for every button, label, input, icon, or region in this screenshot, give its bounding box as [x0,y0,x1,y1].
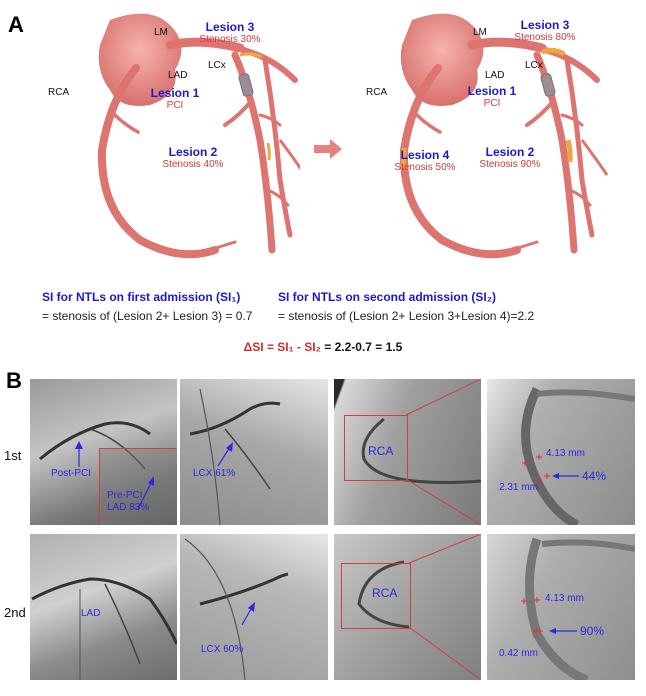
coronary-arteries-illustration [97,13,300,259]
arrow-icon [241,602,255,626]
arrow-icon [217,442,233,467]
heart-diagram-second-admission [362,0,622,265]
lesion-2-first: Lesion 2 Stenosis 40% [162,145,224,170]
angiogram-1st-qca: 4.13 mm 2.31 mm 44% [487,379,635,525]
angiogram-2nd-qca: 4.13 mm 0.42 mm 90% [487,534,635,680]
annotation-min-diameter-2nd: 0.42 mm [499,648,538,659]
annotation-rca-1st: RCA [368,444,394,458]
annotation-min-diameter-1st: 2.31 mm [499,482,538,493]
arrow-icon [75,441,154,510]
panel-a-letter: A [8,12,24,37]
label-lad-first: LAD [168,70,188,81]
label-lm-second: LM [473,27,487,38]
annotation-lcx-60: LCX 60% [201,644,244,655]
annotation-post-pci: Post-PCI [51,468,92,479]
annotation-lad-2nd: LAD [81,608,101,619]
si-second-title: SI for NTLs on second admission (SI₂) [278,290,497,304]
annotation-stenosis-90: 90% [580,624,605,638]
delta-si-result: = 2.2-0.7 = 1.5 [320,340,403,354]
measurement-markers [522,454,579,483]
angiogram-1st-lcx: LCX 61% [180,379,328,525]
angiogram-2nd-lcx: LCX 60% [180,534,328,680]
angiogram-1st-lad: Post-PCI Pre-PCI LAD 83% [30,379,177,525]
label-rca-second: RCA [366,87,388,98]
row-label-2nd: 2nd [4,605,26,620]
label-lad-second: LAD [485,70,505,81]
inset-pre-pci [99,448,177,525]
label-lm-first: LM [154,27,168,38]
lesion-1-second: Lesion 1 PCI [467,84,517,109]
right-arrow-icon [314,139,344,159]
lesion-1-first: Lesion 1 PCI [150,86,200,111]
annotation-pre-pci: Pre-PCI [107,490,143,501]
annotation-stenosis-44: 44% [582,469,607,483]
si-first-equation: = stenosis of (Lesion 2+ Lesion 3) = 0.7 [42,309,253,323]
annotation-ref-diameter-2nd: 4.13 mm [545,593,584,604]
angiogram-2nd-lad: LAD [30,534,177,680]
measurement-markers [521,597,577,634]
delta-si-equation: ΔSI = SI₁ - SI₂ = 2.2-0.7 = 1.5 [0,340,646,354]
lesion-4-second: Lesion 4 Stenosis 50% [394,148,456,173]
annotation-lcx-61: LCX 61% [193,468,236,479]
angiogram-1st-rca: RCA [334,379,481,525]
label-lcx-second: LCx [525,60,543,71]
si-second-equation: = stenosis of (Lesion 2+ Lesion 3+Lesion… [278,309,535,323]
annotation-rca-2nd: RCA [372,586,398,600]
heart-diagram-first-admission [40,0,300,265]
row-label-1st: 1st [4,448,22,463]
si-first-title: SI for NTLs on first admission (SI₁) [42,290,241,304]
annotation-ref-diameter-1st: 4.13 mm [546,448,585,459]
lesion-3-second: Lesion 3 Stenosis 80% [514,18,576,43]
lesion-2-second: Lesion 2 Stenosis 90% [479,145,541,170]
inset-rca-region [341,563,411,629]
angiogram-2nd-rca: RCA [334,534,481,680]
label-lcx-first: LCx [208,60,226,71]
inset-rca-region [344,415,408,481]
panel-b-letter: B [6,368,22,393]
label-rca-first: RCA [48,87,70,98]
delta-si-red: ΔSI = SI₁ - SI₂ [243,340,321,354]
lesion-3-first: Lesion 3 Stenosis 30% [199,20,261,45]
coronary-arteries-illustration [399,13,609,259]
annotation-lad-83: LAD 83% [107,502,150,513]
